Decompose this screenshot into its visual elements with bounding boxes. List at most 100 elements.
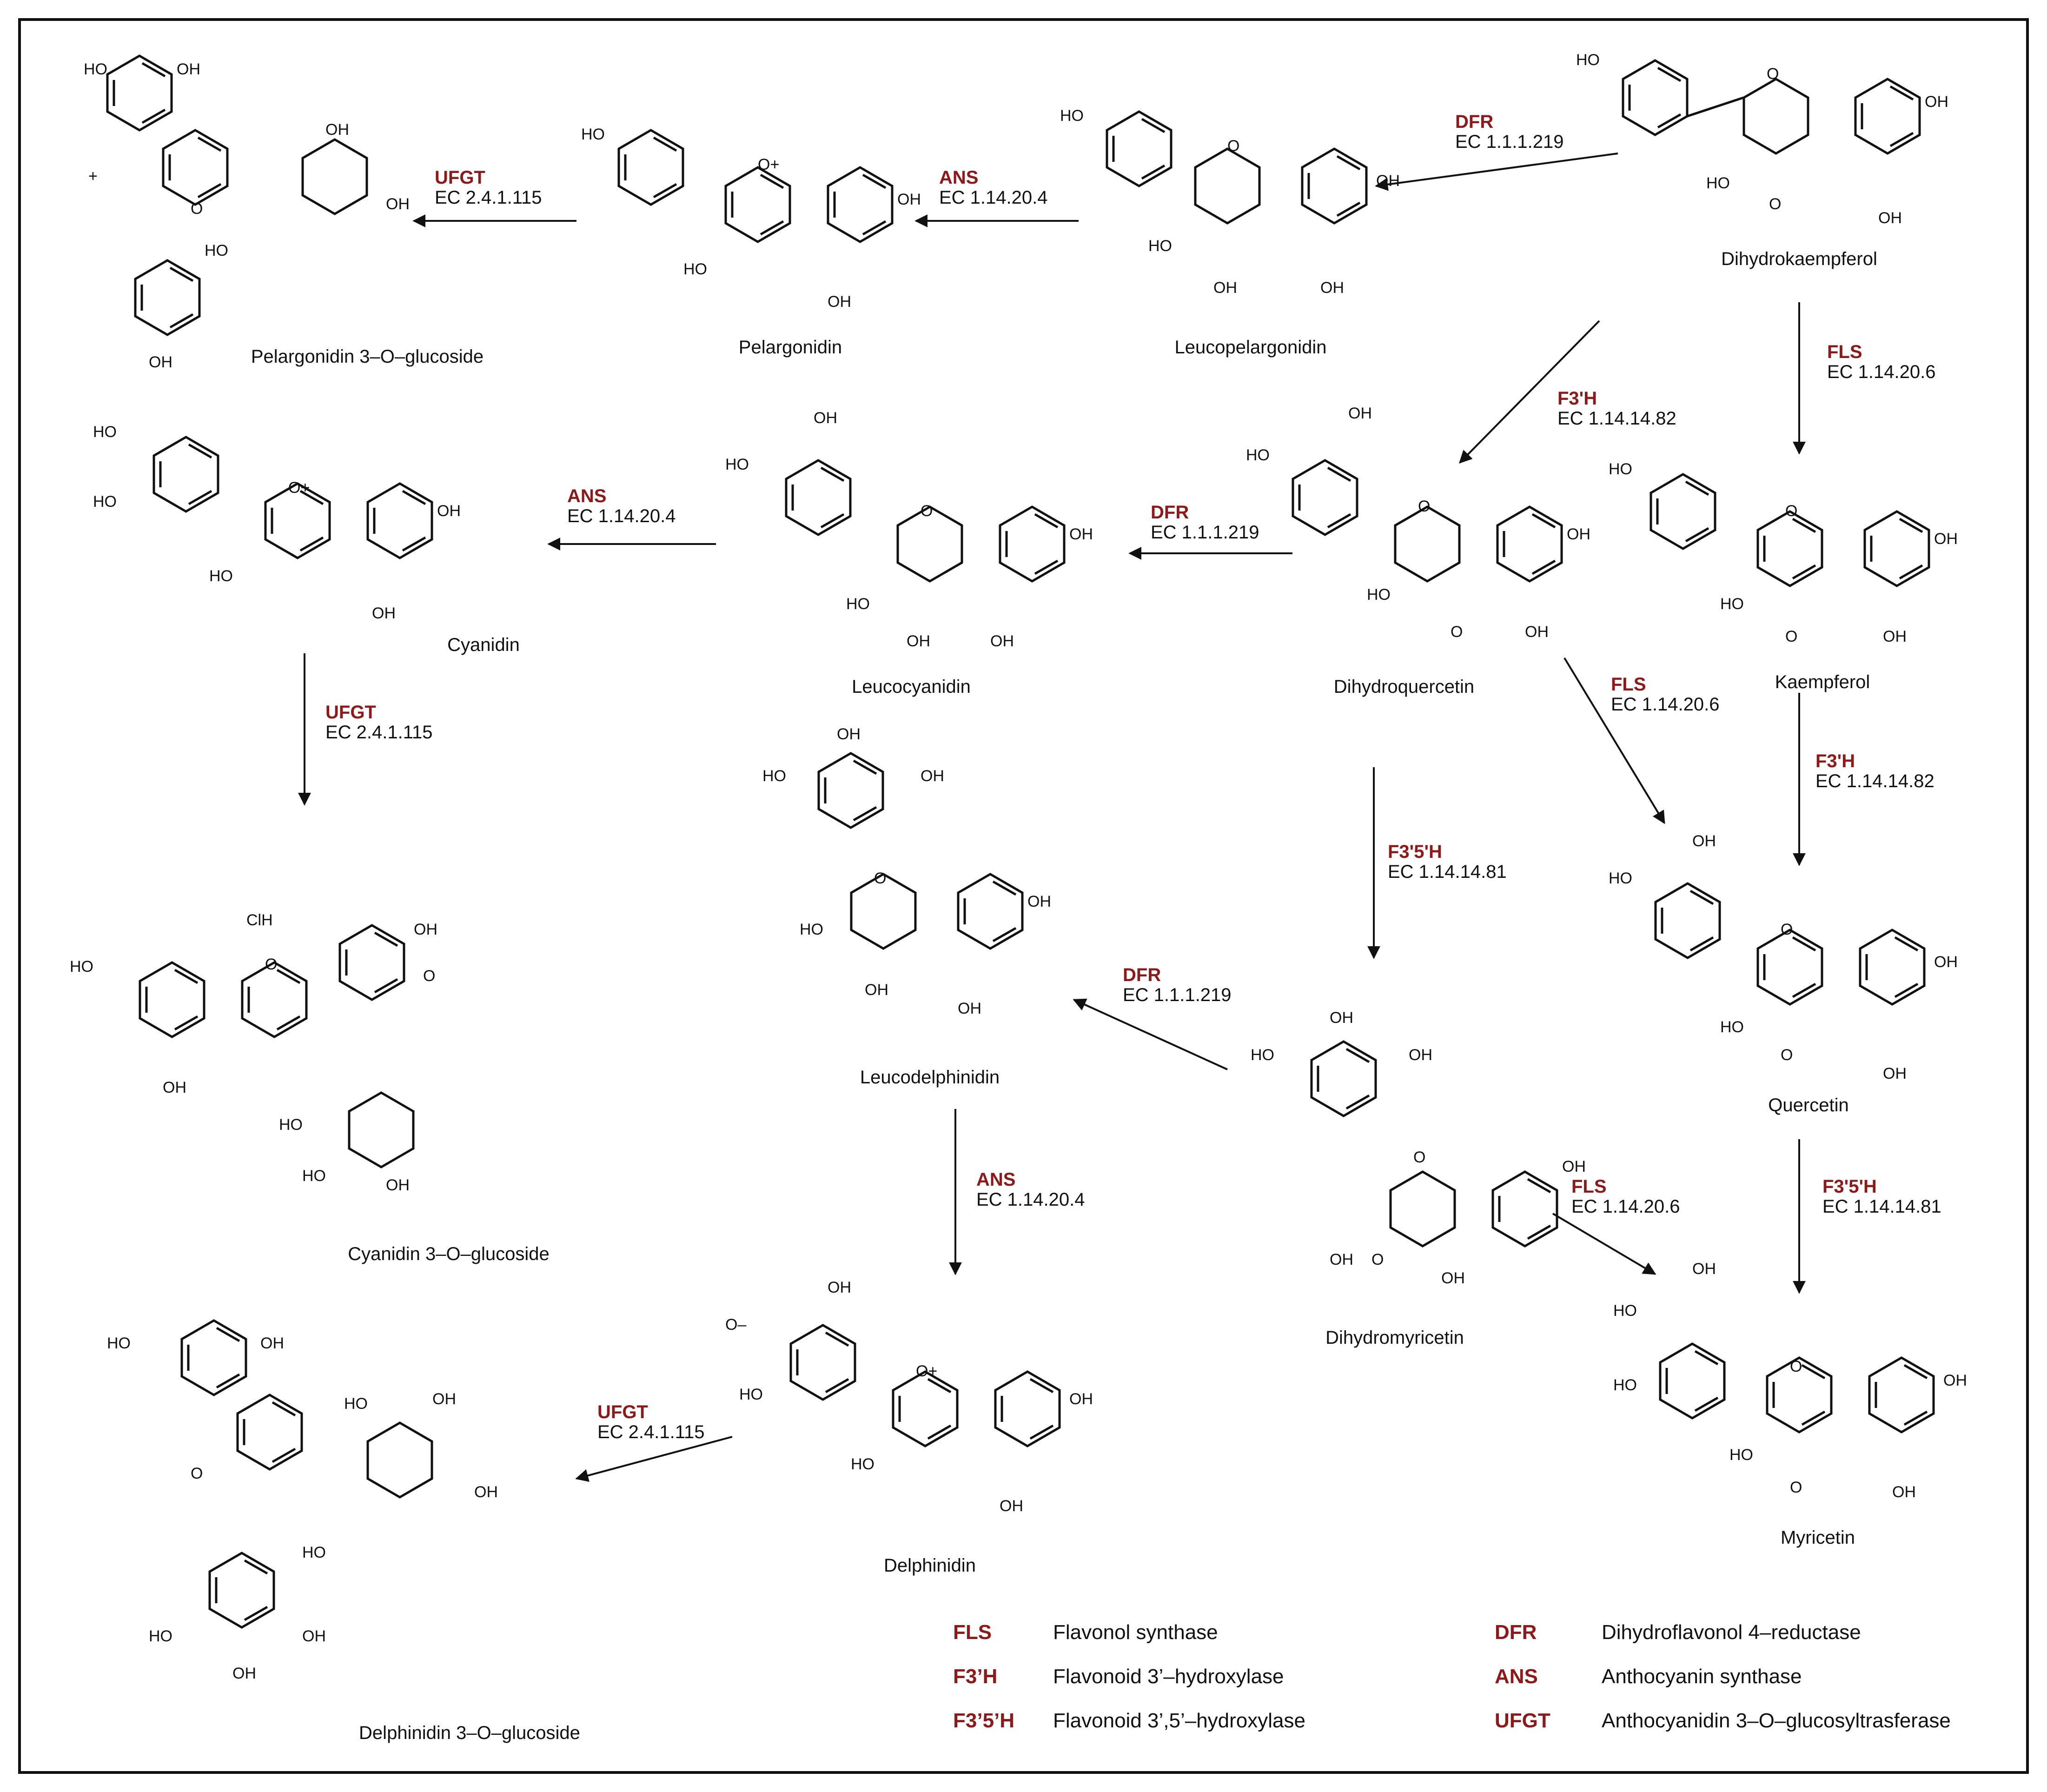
svg-text:EC 1.14.14.82: EC 1.14.14.82 xyxy=(1815,771,1934,791)
atom-oh: OH xyxy=(897,191,921,208)
atom-oh: OH xyxy=(1409,1046,1432,1064)
atom-ho: HO xyxy=(1720,1018,1744,1036)
dihydromyricetin-structure: OH HO OH O OH OH O OH xyxy=(1251,1009,1586,1287)
atom-ho: HO xyxy=(581,126,605,143)
atom-ho: HO xyxy=(302,1544,326,1561)
atom-oh: OH xyxy=(1934,953,1958,971)
arrow-dihydroquercetin-to-quercetin xyxy=(1563,657,1665,824)
atom-oh: OH xyxy=(1330,1009,1353,1027)
svg-text:F3'5'H: F3'5'H xyxy=(1822,1176,1877,1197)
kaempferol-structure: HO O OH HO O OH xyxy=(1609,460,1958,645)
compound-label-dihydrokaempferol: Dihydrokaempferol xyxy=(1721,249,1877,269)
atom-oh: OH xyxy=(865,981,888,999)
svg-text:EC 1.14.20.6: EC 1.14.20.6 xyxy=(1611,694,1720,715)
atom-ho: HO xyxy=(84,60,107,78)
svg-text:F3’H: F3’H xyxy=(953,1665,997,1688)
atom-oh: OH xyxy=(1567,525,1590,543)
svg-text:UFGT: UFGT xyxy=(325,702,376,723)
compound-label-cyanidin-glucoside: Cyanidin 3–O–glucoside xyxy=(348,1244,550,1264)
svg-text:FLS: FLS xyxy=(953,1621,992,1644)
atom-oh: OH xyxy=(325,121,349,139)
atom-oh: OH xyxy=(163,1079,186,1096)
arrow-delphinidin-to-glucoside xyxy=(575,1436,733,1482)
atom-dot: + xyxy=(88,167,98,185)
svg-text:DFR: DFR xyxy=(1123,965,1161,985)
myricetin-structure: OH HO HO O OH HO O OH xyxy=(1613,1260,1967,1501)
atom-oh: OH xyxy=(386,1176,410,1194)
atom-ho: HO xyxy=(1576,51,1600,69)
svg-text:F3'H: F3'H xyxy=(1557,388,1597,409)
atom-ho: HO xyxy=(344,1395,368,1413)
compound-label-delphinidin: Delphinidin xyxy=(884,1555,976,1576)
compound-label-quercetin: Quercetin xyxy=(1768,1095,1848,1115)
atom-oh: OH xyxy=(1692,1260,1716,1278)
atom-ho: HO xyxy=(279,1116,303,1134)
compound-label-leucodelphinidin: Leucodelphinidin xyxy=(860,1067,1000,1088)
svg-text:UFGT: UFGT xyxy=(435,167,485,188)
atom-o: O xyxy=(1227,137,1239,155)
enzyme-label-f35h-2: F3'5'HEC 1.14.14.81 xyxy=(1822,1176,1941,1217)
arrow-dihydromyricetin-to-leucodelphinidin xyxy=(1073,998,1228,1070)
atom-oh: OH xyxy=(1213,279,1237,297)
atom-ho: HO xyxy=(725,456,749,473)
atom-oplus: O+ xyxy=(288,479,310,497)
atom-oh: OH xyxy=(828,293,851,311)
atom-oh: OH xyxy=(1943,1372,1967,1389)
atom-ho: HO xyxy=(209,567,233,585)
atom-o: O xyxy=(1769,195,1781,213)
atom-o: O xyxy=(1413,1148,1425,1166)
svg-text:EC 1.1.1.219: EC 1.1.1.219 xyxy=(1151,522,1259,543)
atom-oh: OH xyxy=(1878,209,1902,227)
arrow-dihydrokaempferol-to-dihydroquercetin xyxy=(1459,320,1600,464)
svg-text:EC 1.14.20.4: EC 1.14.20.4 xyxy=(939,187,1048,208)
atom-oh: OH xyxy=(1692,832,1716,850)
svg-text:ANS: ANS xyxy=(939,167,978,188)
atom-oh: OH xyxy=(1925,93,1948,111)
atom-oh: OH xyxy=(177,60,200,78)
compound-label-cyanidin: Cyanidin xyxy=(447,635,520,655)
delphinidin-glucoside-structure: HO OH O HO OH OH HO HO OH OH xyxy=(107,1321,498,1682)
svg-text:EC 1.14.20.4: EC 1.14.20.4 xyxy=(567,506,676,526)
atom-oh: OH xyxy=(1934,530,1958,548)
atom-o: O xyxy=(1785,502,1797,520)
compound-label-delphinidin-glucoside: Delphinidin 3–O–glucoside xyxy=(359,1723,580,1743)
atom-ho: HO xyxy=(1246,446,1270,464)
atom-oh: OH xyxy=(1883,1065,1907,1082)
atom-oh: OH xyxy=(260,1334,284,1352)
atom-ho: HO xyxy=(762,767,786,785)
atom-o: O xyxy=(1781,1046,1793,1064)
svg-text:EC 1.14.20.4: EC 1.14.20.4 xyxy=(976,1189,1085,1210)
arrow-dihydrokaempferol-to-leucopelargonidin xyxy=(1375,153,1618,191)
atom-o: O xyxy=(874,869,886,887)
arrow-dihydromyricetin-to-myricetin xyxy=(1552,1213,1656,1275)
svg-text:ANS: ANS xyxy=(567,486,606,506)
enzyme-label-f35h-1: F3'5'HEC 1.14.14.81 xyxy=(1388,842,1507,882)
cyanidin-glucoside-structure: ClH HO O OH O OH HO HO OH xyxy=(70,911,437,1194)
atom-ho: HO xyxy=(107,1334,131,1352)
svg-text:DFR: DFR xyxy=(1495,1621,1537,1644)
atom-ho: HO xyxy=(1148,237,1172,255)
atom-ho: HO xyxy=(70,958,93,976)
atom-oplus: O+ xyxy=(916,1362,937,1380)
leucocyanidin-structure: OH HO O OH HO OH OH xyxy=(725,409,1093,650)
atom-ho: HO xyxy=(800,921,823,938)
atom-oh: OH xyxy=(386,195,410,213)
atom-ho: HO xyxy=(1720,595,1744,613)
compound-label-pelargonidin-glucoside: Pelargonidin 3–O–glucoside xyxy=(251,346,484,367)
atom-ho: HO xyxy=(149,1627,172,1645)
svg-text:Anthocyanidin 3–O–glucosyltras: Anthocyanidin 3–O–glucosyltrasferase xyxy=(1602,1709,1951,1732)
svg-text:Anthocyanin synthase: Anthocyanin synthase xyxy=(1602,1665,1802,1688)
atom-oplus: O+ xyxy=(758,156,779,173)
svg-text:EC 2.4.1.115: EC 2.4.1.115 xyxy=(325,722,433,743)
